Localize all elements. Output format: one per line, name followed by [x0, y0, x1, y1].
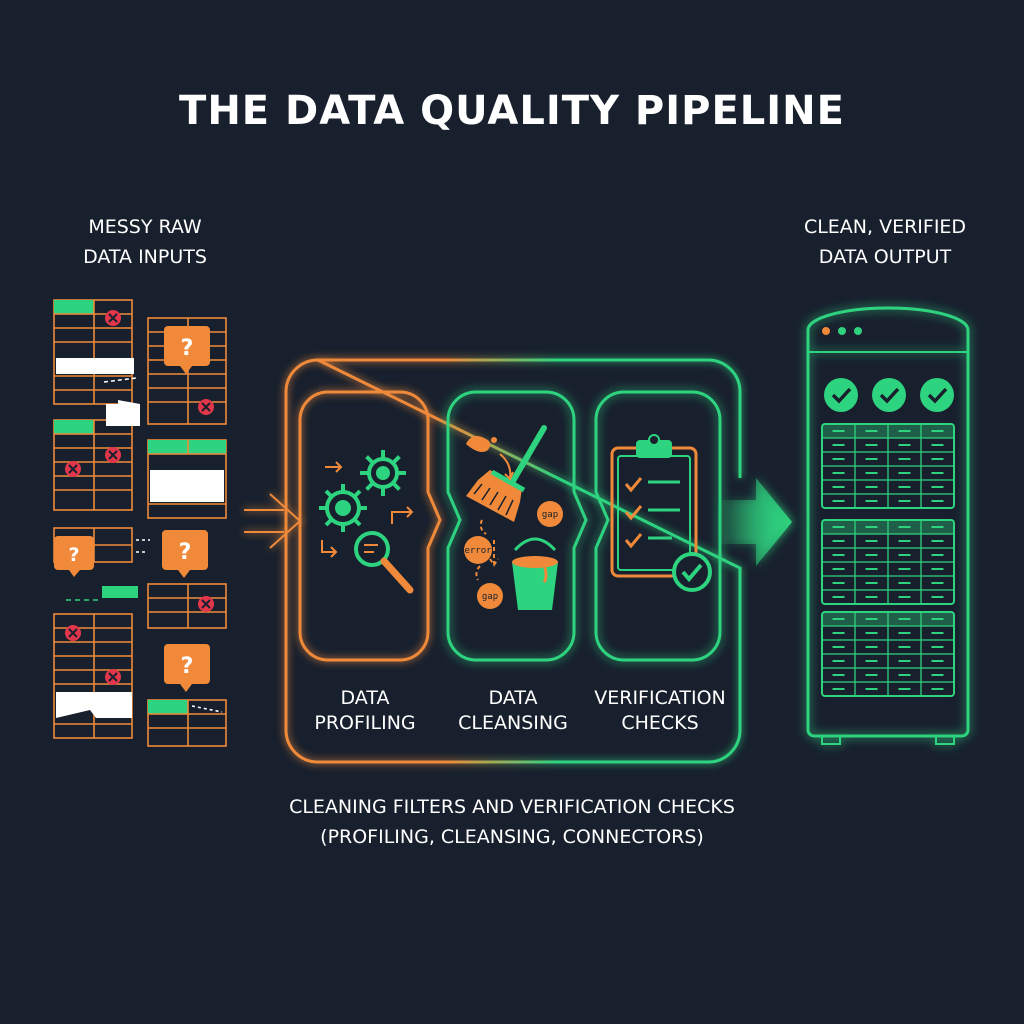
question-bubble-icon: ?: [164, 644, 210, 692]
messy-sheet-a: [53, 299, 137, 405]
error-x-icon: [105, 310, 121, 326]
clean-data-table: [821, 423, 955, 509]
stage-cleansing-line1: DATA: [488, 687, 538, 709]
clean-data-table: [821, 611, 955, 697]
output-label-line1: CLEAN, VERIFIED: [803, 216, 967, 238]
broom-icon: [466, 425, 547, 522]
profiling-arrows: [321, 461, 414, 558]
gears-icon: [319, 450, 406, 532]
error-x-icon: [65, 625, 81, 641]
pipeline-caption-line2: (PROFILING, CLEANSING, CONNECTORS): [320, 826, 704, 848]
pipeline-caption-line1: CLEANING FILTERS AND VERIFICATION CHECKS: [289, 796, 735, 818]
check-icon: [872, 378, 906, 412]
output-arrow-icon: [716, 478, 792, 566]
gap-tag: gap: [537, 501, 563, 527]
stage-cleansing-panel: [446, 390, 588, 662]
gap-tag: gap: [477, 583, 503, 609]
question-bubble-icon: ?: [54, 536, 94, 577]
input-label-line1: MESSY RAW: [88, 216, 202, 238]
stage-verification-label: VERIFICATION CHECKS: [590, 686, 730, 736]
gap-tag-text: gap: [482, 592, 498, 602]
svg-text:?: ?: [181, 336, 194, 361]
clipboard-icon: [610, 434, 698, 578]
messy-sheet-h: [147, 699, 227, 747]
error-x-icon: [198, 596, 214, 612]
question-bubble-icon: ?: [164, 326, 210, 374]
server-output: [806, 306, 970, 745]
error-marks: [65, 310, 214, 685]
stage-profiling-panel: [298, 390, 442, 662]
verified-check-icon: [672, 552, 712, 592]
check-icon: [920, 378, 954, 412]
stage-cleansing-label: DATA CLEANSING: [448, 686, 578, 736]
messy-input-sheets: [53, 299, 227, 747]
question-bubble-icon: ?: [162, 530, 208, 578]
messy-sheet-f: [66, 583, 227, 629]
question-bubbles: ? ? ? ?: [54, 326, 210, 692]
output-label-line2: DATA OUTPUT: [818, 246, 952, 268]
svg-text:?: ?: [68, 544, 79, 566]
gap-tag-text: gap: [542, 510, 558, 520]
check-icon: [824, 378, 858, 412]
stage-profiling-line1: DATA: [340, 687, 390, 709]
stage-verification-line2: CHECKS: [621, 712, 699, 734]
error-tag-text: error: [464, 546, 492, 556]
messy-sheet-d: [147, 439, 227, 519]
stage-cleansing-line2: CLEANSING: [458, 712, 568, 734]
messy-sheet-c: [53, 400, 140, 511]
window-dots-icon: [822, 327, 862, 335]
output-label: CLEAN, VERIFIED DATA OUTPUT: [770, 212, 1000, 272]
error-tag: error: [464, 536, 492, 564]
stage-verification-panel: [594, 390, 722, 662]
svg-text:?: ?: [179, 540, 192, 565]
stage-verification-line1: VERIFICATION: [594, 687, 726, 709]
stage-profiling-label: DATA PROFILING: [300, 686, 430, 736]
server-tables: [821, 423, 955, 697]
clean-data-table: [821, 519, 955, 605]
svg-text:?: ?: [181, 654, 194, 679]
input-arrow-icon: [244, 493, 302, 549]
input-label-line2: DATA INPUTS: [83, 246, 207, 268]
page-title: THE DATA QUALITY PIPELINE: [179, 88, 845, 134]
server-checks: [824, 378, 954, 412]
stage-profiling-line2: PROFILING: [314, 712, 416, 734]
pipeline-frame: [284, 358, 742, 764]
pipeline-caption: CLEANING FILTERS AND VERIFICATION CHECKS…: [0, 792, 1024, 852]
magnifier-icon: [354, 531, 414, 594]
error-x-icon: [198, 399, 214, 415]
cleansing-arrows: [475, 519, 499, 581]
error-x-icon: [65, 461, 81, 477]
input-label: MESSY RAW DATA INPUTS: [40, 212, 250, 272]
error-x-icon: [105, 447, 121, 463]
dirt-splat-icon: [466, 436, 514, 481]
bucket-icon: [512, 537, 558, 610]
error-x-icon: [105, 669, 121, 685]
messy-sheet-g: [53, 613, 133, 739]
data-tags: gap error gap: [464, 501, 563, 609]
